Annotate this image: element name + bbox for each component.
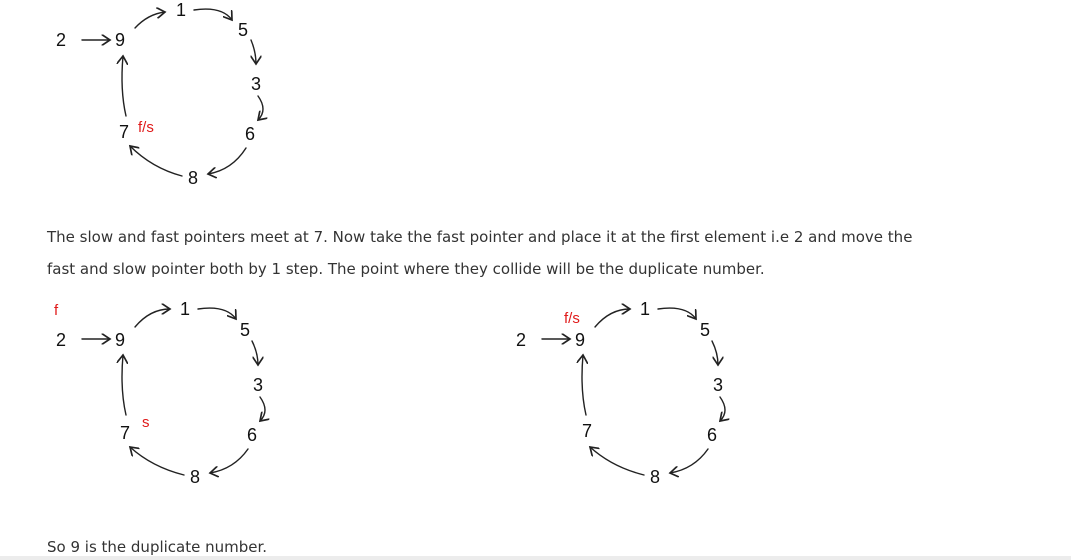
node-8: 8 bbox=[650, 467, 660, 487]
arrow-6-8 bbox=[210, 448, 249, 473]
arrow-8-7 bbox=[130, 447, 185, 476]
arrow-3-6 bbox=[720, 396, 725, 421]
node-1: 1 bbox=[180, 299, 190, 319]
node-8: 8 bbox=[190, 467, 200, 487]
cycle-diagram-2: 2 9 1 5 3 6 8 7 f s bbox=[54, 299, 265, 487]
node-6: 6 bbox=[247, 425, 257, 445]
node-5: 5 bbox=[700, 320, 710, 340]
arrow-7-9 bbox=[122, 355, 126, 416]
arrow-6-8 bbox=[670, 448, 709, 473]
arrow-3-6 bbox=[260, 396, 265, 421]
arrow-1-5 bbox=[197, 307, 236, 319]
cycle-diagram-1: 2 9 1 5 3 6 8 7 f/s bbox=[56, 0, 263, 188]
arrow-9-1 bbox=[594, 309, 630, 328]
node-1: 1 bbox=[640, 299, 650, 319]
arrow-3-6 bbox=[258, 95, 263, 120]
node-1: 1 bbox=[176, 0, 186, 20]
node-9: 9 bbox=[575, 330, 585, 350]
node-2: 2 bbox=[56, 330, 66, 350]
node-9: 9 bbox=[115, 30, 125, 50]
slow-marker: s bbox=[142, 414, 150, 431]
node-7: 7 bbox=[120, 423, 130, 443]
node-3: 3 bbox=[251, 74, 261, 94]
arrow-9-1 bbox=[134, 12, 165, 29]
node-2: 2 bbox=[56, 30, 66, 50]
node-7: 7 bbox=[119, 122, 129, 142]
node-6: 6 bbox=[245, 124, 255, 144]
node-3: 3 bbox=[713, 375, 723, 395]
node-5: 5 bbox=[240, 320, 250, 340]
node-5: 5 bbox=[238, 20, 248, 40]
fast-marker: f bbox=[54, 302, 59, 319]
node-9: 9 bbox=[115, 330, 125, 350]
bottom-divider bbox=[0, 556, 1071, 560]
arrow-8-7 bbox=[130, 146, 183, 177]
conclusion-text: So 9 is the duplicate number. bbox=[47, 538, 268, 556]
arrow-8-7 bbox=[590, 447, 645, 476]
arrow-7-9 bbox=[122, 56, 126, 117]
description-line-2: fast and slow pointer both by 1 step. Th… bbox=[47, 260, 765, 278]
arrow-6-8 bbox=[208, 147, 247, 174]
fast-slow-marker: f/s bbox=[564, 310, 580, 327]
arrow-7-9 bbox=[582, 355, 586, 416]
cycle-diagram-3: 2 9 1 5 3 6 8 7 f/s bbox=[516, 299, 725, 487]
node-3: 3 bbox=[253, 375, 263, 395]
arrow-9-1 bbox=[134, 309, 170, 328]
node-2: 2 bbox=[516, 330, 526, 350]
description-line-1: The slow and fast pointers meet at 7. No… bbox=[47, 228, 913, 246]
arrow-1-5 bbox=[657, 307, 696, 319]
node-8: 8 bbox=[188, 168, 198, 188]
fast-slow-marker: f/s bbox=[138, 119, 154, 136]
node-7: 7 bbox=[582, 421, 592, 441]
arrow-5-3 bbox=[251, 340, 258, 365]
arrow-5-3 bbox=[250, 39, 256, 64]
arrow-1-5 bbox=[193, 8, 232, 20]
arrow-5-3 bbox=[711, 340, 718, 365]
node-6: 6 bbox=[707, 425, 717, 445]
